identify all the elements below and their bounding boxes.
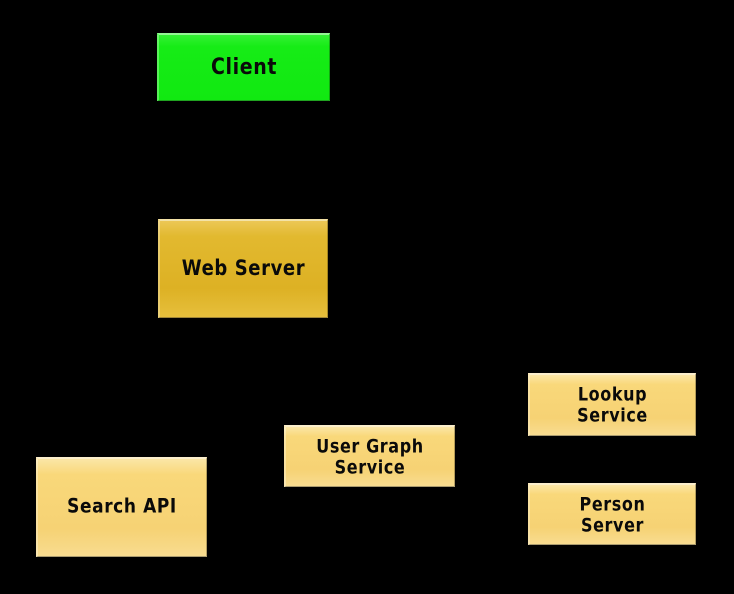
node-person-server[interactable]: Person Server bbox=[528, 483, 696, 545]
edge-client-to-web-server bbox=[243, 101, 245, 219]
edge-web-server-to-search-api bbox=[121, 318, 123, 457]
node-search-api-label: Search API bbox=[67, 495, 177, 519]
node-user-graph-service-label: User Graph Service bbox=[316, 434, 424, 478]
node-client-label: Client bbox=[210, 53, 278, 80]
edge-web-server-to-lookup-service bbox=[328, 404, 528, 406]
node-web-server-label: Web Server bbox=[181, 256, 306, 281]
node-lookup-service[interactable]: Lookup Service bbox=[528, 373, 696, 436]
node-client[interactable]: Client bbox=[157, 33, 330, 101]
node-person-server-label: Person Server bbox=[579, 492, 646, 536]
node-user-graph-service[interactable]: User Graph Service bbox=[284, 425, 455, 487]
node-web-server[interactable]: Web Server bbox=[158, 219, 328, 318]
edge-web-server-to-user-graph-service bbox=[243, 318, 245, 425]
node-search-api[interactable]: Search API bbox=[36, 457, 207, 557]
edge-lookup-service-to-person-server bbox=[611, 436, 613, 483]
node-lookup-service-label: Lookup Service bbox=[577, 383, 648, 426]
